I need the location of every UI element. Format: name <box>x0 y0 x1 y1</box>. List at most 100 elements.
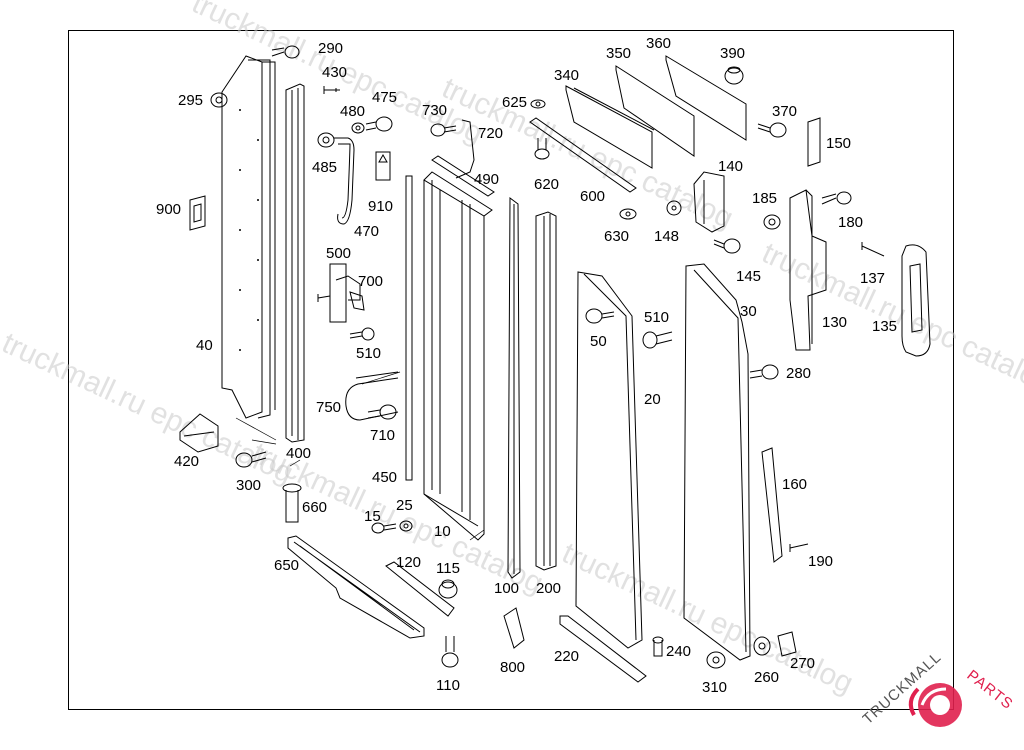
part-430-screw <box>323 86 340 94</box>
callout-185: 185 <box>752 190 777 207</box>
part-510-right-bolt <box>642 331 673 349</box>
part-130-bracket <box>789 189 827 351</box>
part-120-rail <box>385 561 455 617</box>
part-145-bolt <box>713 238 741 254</box>
part-140-hinge <box>693 171 725 233</box>
callout-490: 490 <box>474 171 499 188</box>
callout-900: 900 <box>156 201 181 218</box>
part-350-channel <box>615 65 695 157</box>
part-280-bolt <box>749 364 779 380</box>
callout-300: 300 <box>236 477 261 494</box>
callout-180: 180 <box>838 214 863 231</box>
part-100-vertical-profile <box>507 197 521 579</box>
part-180-bolt <box>821 191 852 205</box>
part-135-handle <box>901 244 931 357</box>
watermark-text: truckmall.ru epc catalog <box>437 71 738 235</box>
callout-910: 910 <box>368 198 393 215</box>
callout-800: 800 <box>500 659 525 676</box>
callout-360: 360 <box>646 35 671 52</box>
callout-295: 295 <box>178 92 203 109</box>
callout-260: 260 <box>754 669 779 686</box>
part-148-washer <box>666 200 682 216</box>
callout-145: 145 <box>736 268 761 285</box>
callout-140: 140 <box>718 158 743 175</box>
part-310-nut <box>706 651 726 669</box>
callout-20: 20 <box>644 391 661 408</box>
callout-labels: 10 15 20 25 30 40 50 100 110 115 120 130… <box>156 35 897 696</box>
callout-430: 430 <box>322 64 347 81</box>
part-630-nut <box>619 208 637 220</box>
part-750-handle <box>345 371 399 421</box>
callout-110: 110 <box>436 677 460 694</box>
callout-600: 600 <box>580 188 605 205</box>
callout-485: 485 <box>312 159 337 176</box>
callout-190: 190 <box>808 553 833 570</box>
part-110-bolt <box>441 636 459 668</box>
callout-510-right: 510 <box>644 309 669 326</box>
callout-137: 137 <box>860 270 885 287</box>
callout-220: 220 <box>554 648 579 665</box>
part-700-bracket <box>349 291 365 311</box>
part-340-channel <box>565 85 655 169</box>
brand-name-parts: PARTS <box>964 667 1017 713</box>
part-150-strip <box>807 117 821 167</box>
callout-720: 720 <box>478 125 503 142</box>
callout-350: 350 <box>606 45 631 62</box>
callout-400: 400 <box>286 445 311 462</box>
callout-660: 660 <box>302 499 327 516</box>
callout-280: 280 <box>786 365 811 382</box>
part-160-strip <box>761 447 783 563</box>
callout-130: 130 <box>822 314 847 331</box>
callout-100: 100 <box>494 580 519 597</box>
callout-450: 450 <box>372 469 397 486</box>
callout-135: 135 <box>872 318 897 335</box>
callout-620: 620 <box>534 176 559 193</box>
callout-500: 500 <box>326 245 351 262</box>
callout-630: 630 <box>604 228 629 245</box>
part-30-door-panel <box>683 263 751 661</box>
callout-650: 650 <box>274 557 299 574</box>
callout-150: 150 <box>826 135 851 152</box>
part-710-bolt <box>367 404 397 420</box>
part-420-bracket <box>179 413 219 453</box>
part-40-side-panel <box>221 55 276 419</box>
part-295-nut <box>210 92 228 108</box>
part-10-door-frame <box>423 171 493 541</box>
part-625-nut <box>530 99 546 109</box>
callout-240: 240 <box>666 643 691 660</box>
part-115-nut <box>438 579 458 599</box>
callout-420: 420 <box>174 453 199 470</box>
callout-15: 15 <box>364 508 381 525</box>
part-800-small-plate <box>503 607 525 649</box>
callout-290: 290 <box>318 40 343 57</box>
part-400-vertical-channel <box>285 83 305 443</box>
part-450-strip <box>405 175 413 481</box>
part-20-door-panel <box>575 271 643 649</box>
part-910-warning-label <box>375 151 391 181</box>
part-220-bottom-rail <box>559 615 647 683</box>
part-137-screw <box>861 242 885 257</box>
callout-200: 200 <box>536 580 561 597</box>
callout-115: 115 <box>436 560 460 577</box>
callout-510-left: 510 <box>356 345 381 362</box>
part-360-channel <box>665 55 747 141</box>
part-260-washer <box>753 636 771 656</box>
truckmall-parts-logo: TRUCKMALL PARTS <box>862 655 1017 728</box>
callout-30: 30 <box>740 303 757 320</box>
callout-50: 50 <box>590 333 607 350</box>
part-470-rod <box>334 137 355 225</box>
part-490-top-bar <box>431 155 495 197</box>
part-190-screw <box>789 543 809 552</box>
part-510-left-bolt <box>349 327 375 341</box>
part-50-bolt <box>585 308 615 324</box>
part-900-label-plate <box>189 195 206 231</box>
part-15-bolt <box>371 522 397 534</box>
callout-25: 25 <box>396 497 413 514</box>
part-650-seal-strip <box>287 535 425 639</box>
diagram-frame <box>68 30 954 710</box>
part-390-cap <box>724 66 744 85</box>
callout-160: 160 <box>782 476 807 493</box>
part-720-lever <box>455 119 475 179</box>
callout-120: 120 <box>396 554 421 571</box>
